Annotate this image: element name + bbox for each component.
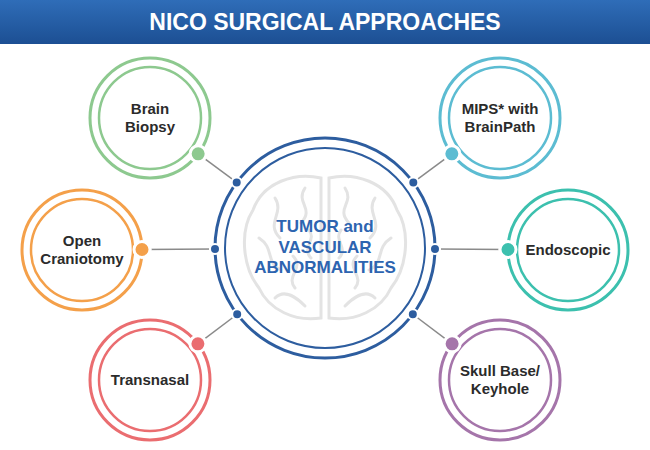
inner-ring	[449, 329, 551, 431]
center-label: TUMOR and VASCULAR ABNORMALITIES	[245, 217, 405, 278]
approach-label: Skull Base/ Keyhole	[458, 362, 542, 398]
outer-ring	[440, 320, 560, 440]
approach-label: Endoscopic	[522, 241, 614, 259]
inner-ring	[225, 148, 425, 348]
approach-circle: Transnasal	[88, 318, 212, 442]
center-circle: TUMOR and VASCULAR ABNORMALITIES	[213, 136, 437, 360]
outer-ring	[90, 58, 210, 178]
outer-ring	[508, 190, 628, 310]
inner-ring	[517, 199, 619, 301]
approach-label: Transnasal	[104, 371, 196, 389]
outer-ring	[90, 320, 210, 440]
inner-ring	[99, 329, 201, 431]
outer-ring	[440, 58, 560, 178]
approach-label: Open Craniotomy	[36, 232, 128, 268]
approach-label: Brain Biopsy	[108, 100, 192, 136]
outer-ring	[22, 190, 142, 310]
approach-circle: Open Craniotomy	[20, 188, 144, 312]
approach-circle: Brain Biopsy	[88, 56, 212, 180]
inner-ring	[31, 199, 133, 301]
connector-line	[435, 248, 508, 250]
outer-ring	[215, 138, 435, 358]
approach-circle: MIPS* with BrainPath	[438, 56, 562, 180]
connector-line	[142, 248, 215, 250]
approach-circle: Skull Base/ Keyhole	[438, 318, 562, 442]
brain-illustration	[244, 176, 405, 318]
diagram-title: NICO SURGICAL APPROACHES	[0, 0, 650, 44]
inner-ring	[449, 67, 551, 169]
inner-ring	[99, 67, 201, 169]
approach-circle: Endoscopic	[506, 188, 630, 312]
approach-label: MIPS* with BrainPath	[452, 100, 548, 136]
